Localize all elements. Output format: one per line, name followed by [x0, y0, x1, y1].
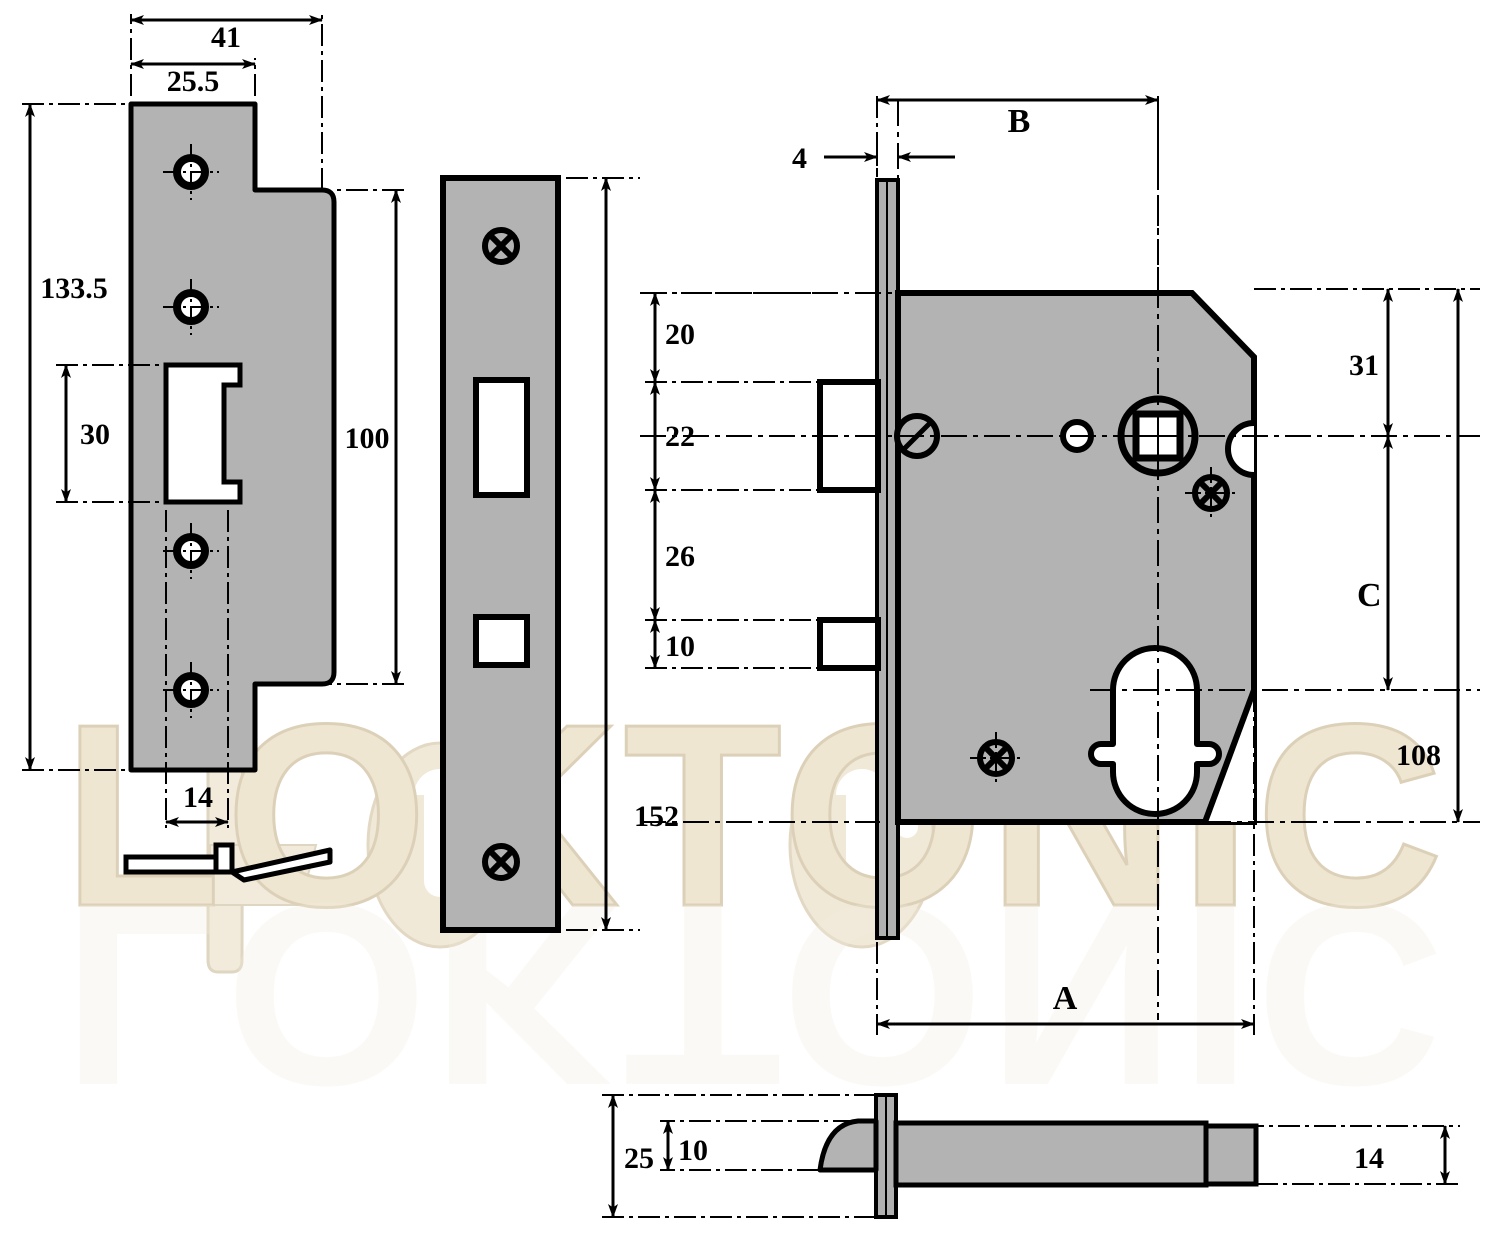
- faceplate-outline: [440, 175, 561, 933]
- faceplate-latch-aperture: [473, 377, 530, 498]
- dim-10-section: 10: [678, 1134, 708, 1167]
- dim-B: B: [1008, 103, 1031, 140]
- view-section: [817, 1093, 1259, 1219]
- dim-152: 152: [634, 800, 679, 833]
- section-latch-bevel: [817, 1118, 879, 1173]
- dim-14-section: 14: [1354, 1142, 1384, 1175]
- dim-10-bolt: 10: [665, 630, 695, 663]
- dims-section: 25 10 14: [600, 1094, 1460, 1218]
- strike-plate-outline: [128, 101, 337, 773]
- case-screw-upper-cross: [1185, 467, 1237, 519]
- faceplate-bolt-aperture: [473, 614, 530, 668]
- section-case-tail: [1203, 1123, 1259, 1187]
- dim-25-section: 25: [624, 1142, 654, 1175]
- dims-top-lock: B 4: [792, 95, 1159, 300]
- dim-25-5: 25.5: [167, 65, 220, 98]
- dims-right-lock: 31 C 108: [1254, 288, 1480, 823]
- faceplate-screws: [482, 227, 520, 881]
- dim-100: 100: [345, 422, 390, 455]
- dim-14-strike: 14: [183, 781, 213, 814]
- lock-case-bottom-chamfer-edge: [1202, 688, 1257, 824]
- watermark-reflection: LOKTONIC: [63, 849, 1448, 1139]
- dim-26: 26: [665, 540, 695, 573]
- dim-A: A: [1053, 980, 1078, 1017]
- dead-bolt: [817, 617, 881, 671]
- dims-A: A: [876, 690, 1255, 1035]
- dim-30: 30: [80, 418, 110, 451]
- strike-plate-fixing-holes: [163, 144, 219, 718]
- strike-plate-aperture: [163, 362, 243, 505]
- dim-108: 108: [1396, 739, 1441, 772]
- dim-C: C: [1357, 577, 1382, 614]
- dims-bolt-stack: 20 22 26 10: [645, 292, 818, 669]
- lock-edge-notch: [1225, 420, 1255, 478]
- view-lock-body: [640, 100, 1480, 1020]
- strike-plate-side-profile: [123, 842, 333, 883]
- dim-152-group: 152: [566, 177, 679, 931]
- dim-41: 41: [211, 21, 241, 54]
- section-case-body: [893, 1120, 1209, 1188]
- view-faceplate: [440, 175, 561, 933]
- dim-20: 20: [665, 318, 695, 351]
- dim-133-5: 133.5: [40, 272, 108, 305]
- dim-4: 4: [792, 142, 807, 175]
- dim-31: 31: [1349, 349, 1379, 382]
- dim-22: 22: [665, 420, 695, 453]
- case-screw-lower-cross: [970, 732, 1022, 784]
- dims-strike-plate: 41 25.5 133.5 100 30 14: [22, 14, 404, 828]
